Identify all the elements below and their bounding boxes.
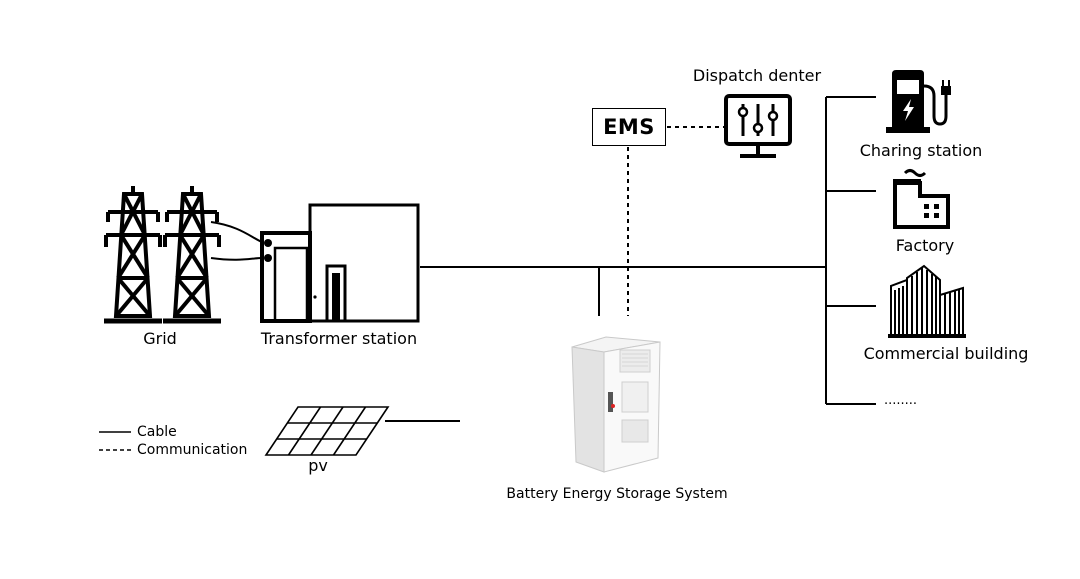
pv-label: pv xyxy=(308,456,328,475)
grid-label: Grid xyxy=(143,329,177,348)
transformer-icon xyxy=(260,203,420,323)
cable-lines xyxy=(210,96,876,422)
transmission-tower-icon xyxy=(104,186,221,324)
charging-station-label: Charing station xyxy=(859,141,983,160)
battery-cabinet-icon xyxy=(571,336,661,473)
transformer-label: Transformer station xyxy=(260,329,418,348)
legend-cable-label: Cable xyxy=(137,424,177,440)
commercial-building-label: Commercial building xyxy=(863,344,1029,363)
fuel-pump-icon xyxy=(886,70,951,133)
factory-label: Factory xyxy=(895,236,955,255)
ems-box: EMS xyxy=(592,108,666,146)
skyscraper-icon xyxy=(888,264,966,338)
factory-icon xyxy=(893,169,950,229)
communication-lines xyxy=(627,126,725,316)
bess-label: Battery Energy Storage System xyxy=(506,486,728,502)
legend-communication-label: Communication xyxy=(137,442,248,458)
dispatch-center-label: Dispatch denter xyxy=(692,66,822,85)
legend-swatches xyxy=(99,431,131,451)
monitor-sliders-icon xyxy=(724,94,792,158)
more-loads-label: ........ xyxy=(884,393,918,408)
solar-panel-icon xyxy=(264,406,390,456)
